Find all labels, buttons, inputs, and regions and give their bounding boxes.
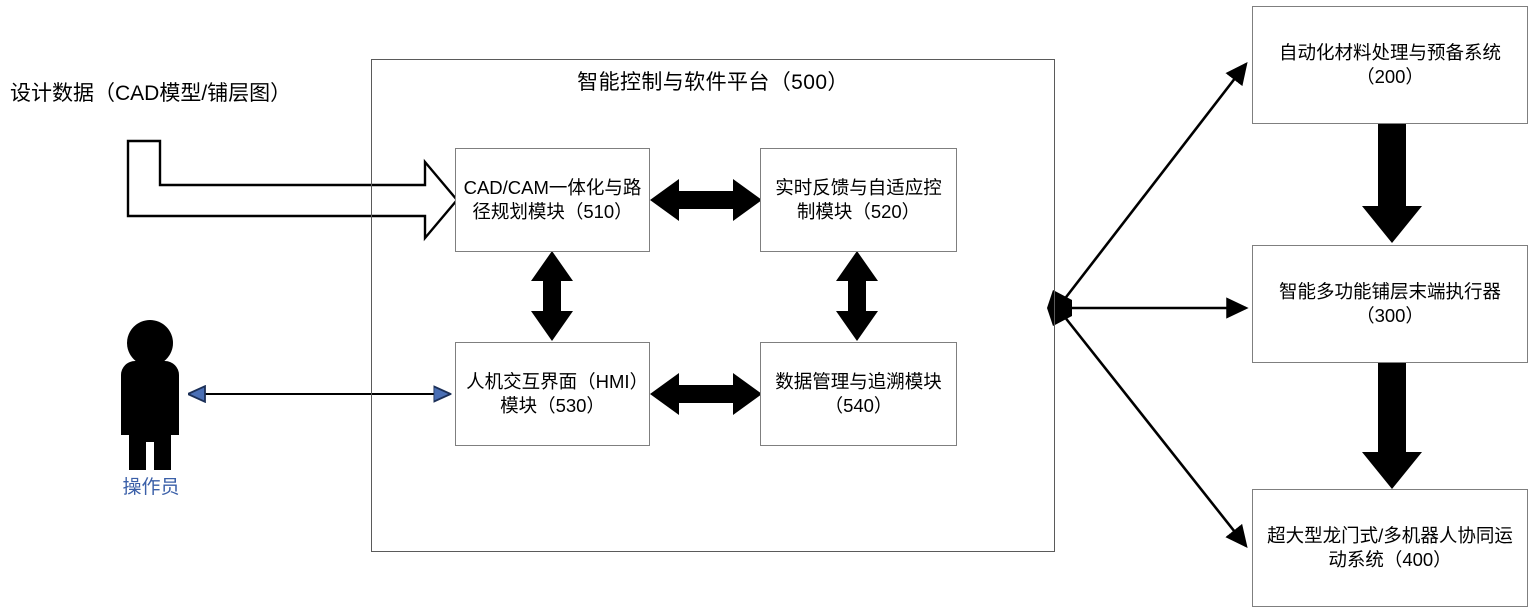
platform-title: 智能控制与软件平台（500） (577, 71, 849, 94)
module-510-box[interactable]: CAD/CAM一体化与路径规划模块（510） (455, 148, 650, 252)
module-530-box[interactable]: 人机交互界面（HMI）模块（530） (455, 342, 650, 446)
arrow-510-530 (531, 251, 573, 341)
arrow-platform-to-400 (1058, 310, 1248, 549)
subsystem-200-box[interactable]: 自动化材料处理与预备系统（200） (1252, 6, 1528, 124)
arrow-520-540 (836, 251, 878, 341)
arrow-300-400 (1362, 363, 1422, 489)
module-540-box[interactable]: 数据管理与追溯模块（540） (760, 342, 957, 446)
arrow-platform-to-200 (1058, 61, 1248, 306)
operator-caption: 操作员 (122, 477, 180, 498)
input-block-arrow (126, 139, 459, 242)
arrow-530-540 (650, 373, 762, 415)
platform-container (371, 59, 1055, 552)
subsystem-400-box[interactable]: 超大型龙门式/多机器人协同运动系统（400） (1252, 489, 1528, 607)
subsystem-300-box[interactable]: 智能多功能铺层末端执行器（300） (1252, 245, 1528, 363)
operator-person-icon (121, 320, 179, 470)
arrow-200-300 (1362, 124, 1422, 243)
module-520-box[interactable]: 实时反馈与自适应控制模块（520） (760, 148, 957, 252)
arrow-510-520 (650, 179, 762, 221)
input-data-label: 设计数据（CAD模型/铺层图） (10, 82, 292, 105)
